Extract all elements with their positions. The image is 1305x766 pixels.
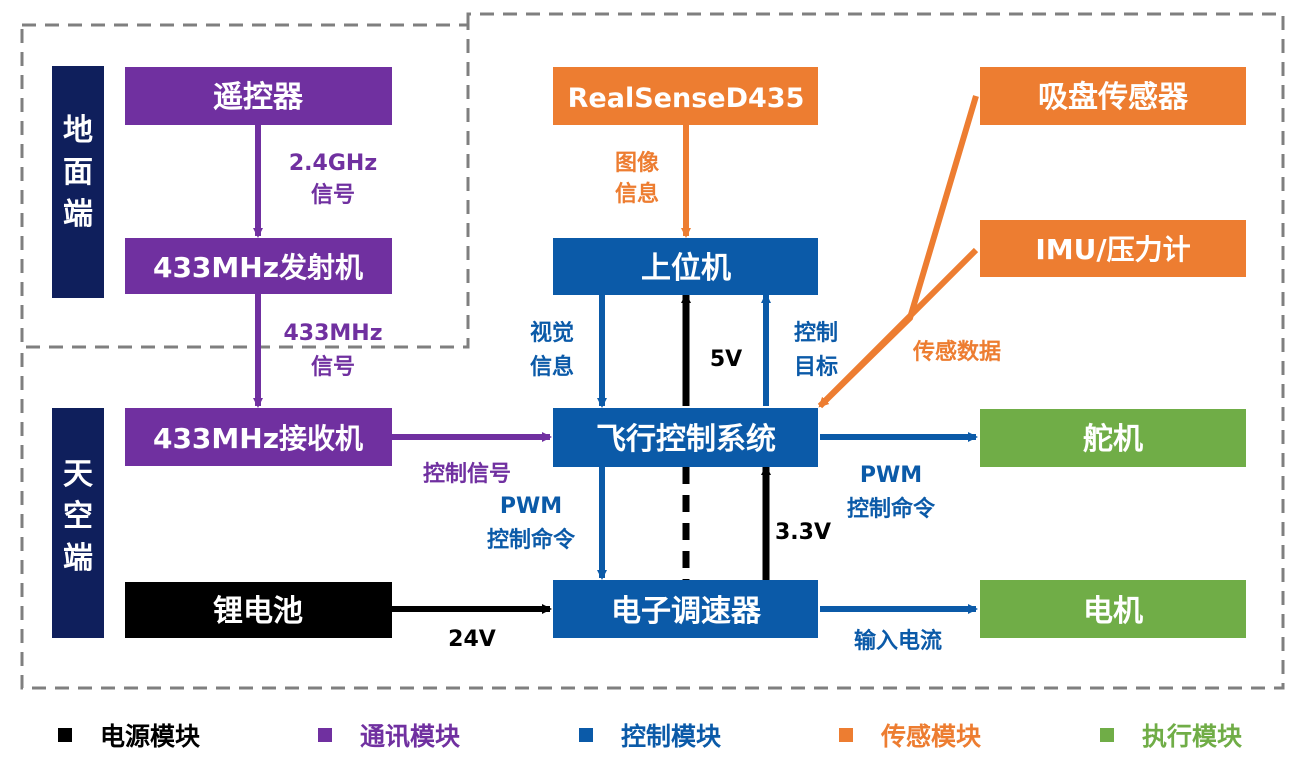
battery-label: 锂电池 [213, 594, 303, 629]
motor-label: 电机 [1083, 594, 1143, 629]
legend-item-power: 电源模块 [58, 720, 201, 751]
legend-swatch [839, 728, 853, 742]
ground-region-border [20, 23, 470, 349]
sky-region-border [20, 12, 1285, 690]
legend-item-communication: 通讯模块 [318, 720, 461, 751]
ground-char-1: 地 [63, 113, 93, 148]
label-433mhz: 433MHz [283, 321, 382, 346]
realsense-box: RealSenseD435 [553, 67, 818, 125]
imu-box: IMU/压力计 [980, 220, 1246, 277]
suction-sensor-box: 吸盘传感器 [980, 67, 1246, 125]
battery-box: 锂电池 [125, 582, 392, 638]
label-433mhz-signal: 信号 [311, 354, 355, 380]
label-vision: 视觉 [530, 320, 574, 346]
transmitter-label: 433MHz发射机 [153, 251, 363, 284]
receiver-label: 433MHz接收机 [153, 422, 363, 455]
suction-sensor-label: 吸盘传感器 [1038, 80, 1189, 115]
legend-label: 通讯模块 [360, 722, 461, 751]
label-control: 控制 [794, 320, 838, 346]
legend: 电源模块 通讯模块 控制模块 传感模块 执行模块 [0, 712, 1305, 756]
ground-region-label: 地 面 端 [52, 66, 104, 298]
label-pwm-left: PWM [500, 494, 562, 519]
label-control-signal: 控制信号 [423, 461, 511, 487]
ground-char-2: 面 [63, 155, 93, 190]
label-control-target: 目标 [794, 354, 838, 380]
realsense-label: RealSenseD435 [568, 83, 805, 114]
legend-label: 控制模块 [621, 722, 722, 751]
legend-item-sensing: 传感模块 [839, 720, 982, 751]
label-pwm-right: PWM [860, 463, 922, 488]
esc-label: 电子调速器 [611, 594, 762, 629]
legend-swatch [579, 728, 593, 742]
motor-box: 电机 [980, 580, 1246, 638]
label-2-4ghz: 2.4GHz [289, 151, 377, 176]
label-sensor-data: 传感数据 [912, 339, 1001, 365]
servo-label: 舵机 [1083, 422, 1143, 457]
legend-swatch [1100, 728, 1114, 742]
sky-char-2: 空 [63, 499, 93, 534]
legend-swatch [318, 728, 332, 742]
label-vision-info: 信息 [530, 354, 574, 380]
legend-label: 电源模块 [100, 722, 201, 751]
legend-item-actuation: 执行模块 [1100, 720, 1243, 751]
legend-swatch [58, 728, 72, 742]
label-5v: 5V [710, 347, 742, 372]
sky-region-label: 天 空 端 [52, 408, 104, 638]
remote-label: 遥控器 [213, 80, 304, 115]
remote-box: 遥控器 [125, 67, 392, 125]
ground-char-3: 端 [63, 197, 93, 232]
flight-controller-box: 飞行控制系统 [553, 408, 818, 467]
legend-item-control: 控制模块 [579, 720, 722, 751]
legend-label: 执行模块 [1142, 722, 1243, 751]
label-2-4ghz-signal: 信号 [311, 182, 355, 208]
upper-computer-label: 上位机 [641, 251, 731, 286]
label-pwm-right-cmd: 控制命令 [847, 496, 936, 522]
label-image-info: 信息 [615, 181, 659, 207]
sky-char-3: 端 [63, 541, 93, 576]
esc-box: 电子调速器 [553, 580, 818, 638]
label-pwm-left-cmd: 控制命令 [487, 527, 576, 553]
imu-label: IMU/压力计 [1035, 233, 1190, 266]
label-image: 图像 [615, 150, 660, 176]
receiver-box: 433MHz接收机 [125, 408, 392, 466]
arrow-imu-to-fc [817, 247, 979, 409]
label-24v: 24V [448, 627, 496, 652]
transmitter-box: 433MHz发射机 [125, 238, 392, 294]
servo-box: 舵机 [980, 409, 1246, 467]
label-3-3v: 3.3V [775, 520, 831, 545]
flight-controller-label: 飞行控制系统 [596, 422, 776, 457]
upper-computer-box: 上位机 [553, 238, 818, 295]
label-input-current: 输入电流 [854, 628, 942, 654]
legend-label: 传感模块 [881, 722, 982, 751]
sky-char-1: 天 [63, 457, 93, 492]
